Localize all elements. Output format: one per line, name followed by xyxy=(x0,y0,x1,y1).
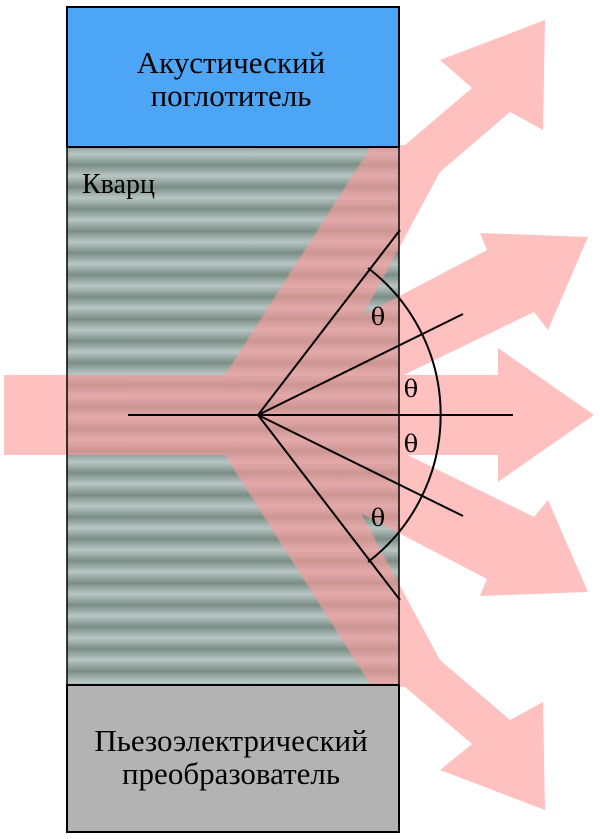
theta-label-4: θ xyxy=(371,504,385,532)
ray-line-plus-1 xyxy=(257,313,464,416)
theta-label-2: θ xyxy=(404,375,418,403)
ray-line-minus-1 xyxy=(257,414,464,517)
theta-label-3: θ xyxy=(404,430,418,458)
ray-line-plus-2 xyxy=(257,229,401,416)
absorber-label-line2: поглотитель xyxy=(151,78,312,113)
piezo-transducer xyxy=(66,684,400,833)
quartz-label: Кварц xyxy=(82,169,155,200)
ray-line-minus-2 xyxy=(257,414,401,601)
absorber-label-line1: Акустический xyxy=(137,45,326,80)
theta-label-1: θ xyxy=(371,303,385,331)
acoustic-absorber xyxy=(66,6,400,148)
angle-construction xyxy=(128,229,513,601)
beam-order-minus-2 xyxy=(225,400,545,810)
angle-arc xyxy=(367,267,442,563)
beam-order-plus-2 xyxy=(225,20,545,432)
transducer-label-line1: Пьезоэлектрический xyxy=(94,723,367,758)
transducer-label-line2: преобразователь xyxy=(122,756,340,791)
